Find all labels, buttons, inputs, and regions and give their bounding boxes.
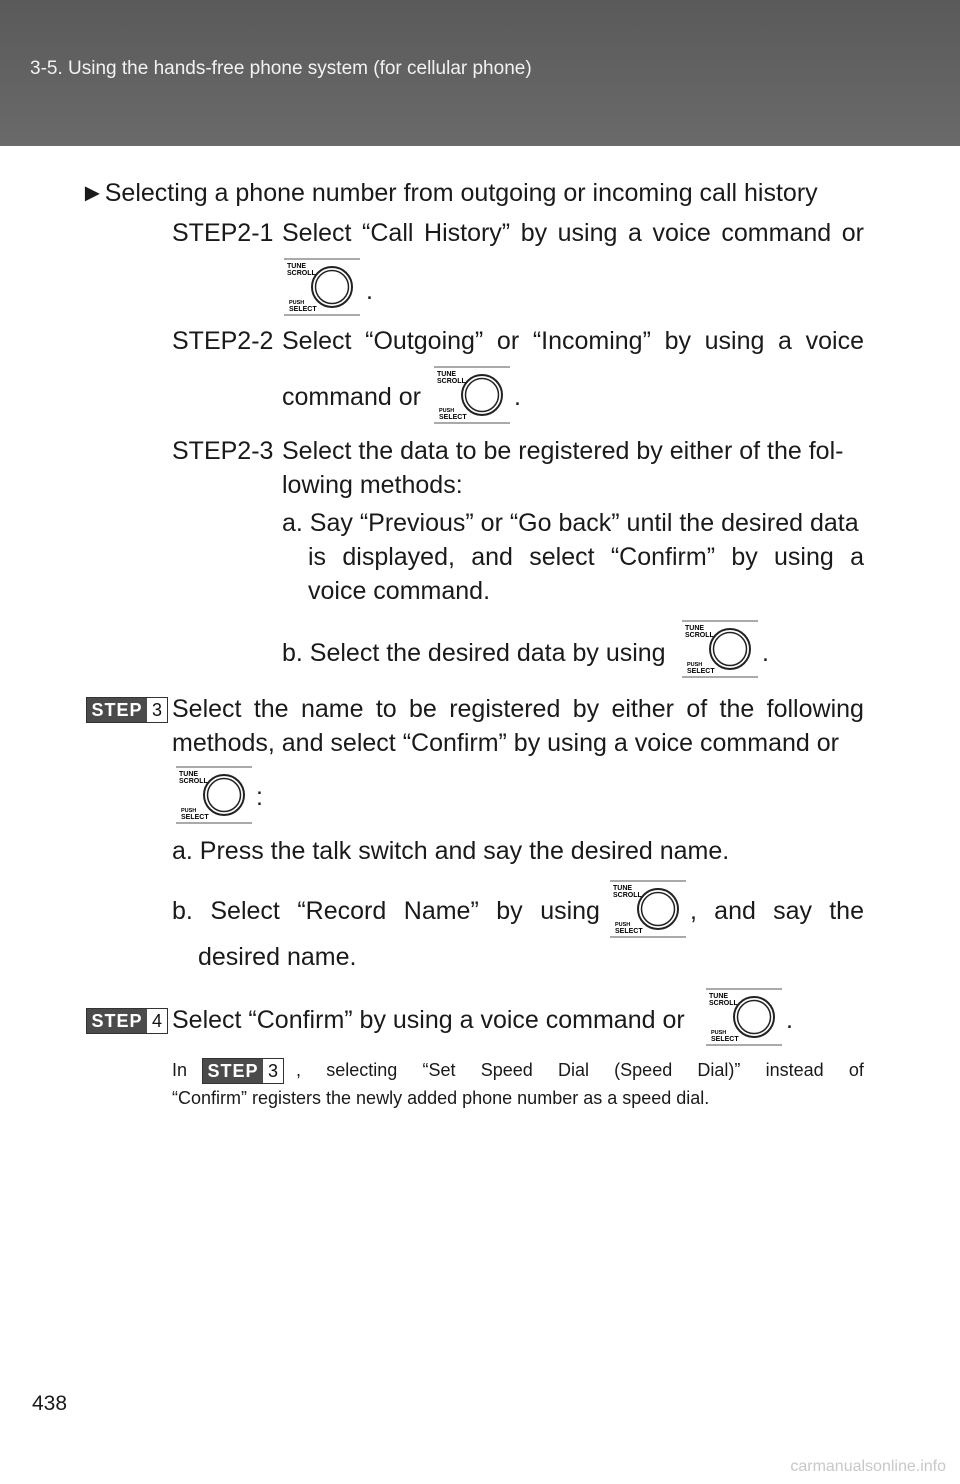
- step22-period: .: [514, 383, 521, 411]
- step4-text: Select “Confirm” by using a voice comman…: [172, 1006, 685, 1034]
- knob-label-push: PUSH: [181, 808, 196, 814]
- step21-label: STEP2-1: [172, 219, 274, 247]
- step23-option-b: b. Select the desired data by using: [282, 639, 666, 667]
- knob-label-scroll: SCROLL: [287, 270, 317, 277]
- step23-line1: Select the data to be registered by eith…: [282, 437, 844, 465]
- knob-label-select: SELECT: [181, 814, 209, 821]
- knob-label-push: PUSH: [711, 1030, 726, 1036]
- knob-label-select: SELECT: [439, 414, 467, 421]
- step23-line2: lowing methods:: [282, 471, 463, 499]
- step3-option-b-line2: desired name.: [198, 943, 357, 971]
- page-header: 3-5. Using the hands-free phone system (…: [0, 0, 960, 146]
- section-heading: ►Selecting a phone number from outgoing …: [80, 176, 818, 210]
- knob-label-push: PUSH: [687, 662, 702, 668]
- knob-label-tune: TUNE: [709, 993, 728, 1000]
- watermark: carmanualsonline.info: [790, 1458, 946, 1475]
- knob-label-select: SELECT: [615, 928, 643, 935]
- step22-line2: command or: [282, 383, 421, 411]
- knob-label-scroll: SCROLL: [709, 1000, 739, 1007]
- knob-label-scroll: SCROLL: [613, 892, 643, 899]
- knob-label-select: SELECT: [687, 668, 715, 675]
- knob-label-push: PUSH: [289, 300, 304, 306]
- step3-option-a: a. Press the talk switch and say the des…: [172, 837, 730, 865]
- step21-period: .: [366, 277, 373, 305]
- step3-colon: :: [256, 783, 263, 811]
- step23-option-b-period: .: [762, 639, 769, 667]
- knob-label-tune: TUNE: [613, 885, 632, 892]
- knob-label-push: PUSH: [615, 922, 630, 928]
- page-number: 438: [32, 1392, 68, 1415]
- knob-label-select: SELECT: [711, 1036, 739, 1043]
- section-heading-text: Selecting a phone number from outgoing o…: [104, 179, 818, 207]
- step4-period: .: [786, 1006, 793, 1034]
- step3-line2: methods, and select “Confirm” by using a…: [172, 729, 839, 757]
- knob-label-scroll: SCROLL: [437, 378, 467, 385]
- note-prefix: In: [172, 1060, 188, 1080]
- step23-label: STEP2-3: [172, 437, 274, 465]
- knob-label-select: SELECT: [289, 306, 317, 313]
- bullet-arrow-icon: ►: [80, 179, 105, 207]
- note-line2: “Confirm” registers the newly added phon…: [172, 1088, 710, 1108]
- step22-label: STEP2-2: [172, 327, 274, 355]
- knob-label-tune: TUNE: [437, 371, 456, 378]
- knob-label-tune: TUNE: [179, 771, 198, 778]
- knob-label-tune: TUNE: [287, 263, 306, 270]
- step23-option-a-line1: a. Say “Previous” or “Go back” until the…: [282, 509, 859, 537]
- knob-label-scroll: SCROLL: [179, 778, 209, 785]
- knob-label-push: PUSH: [439, 408, 454, 414]
- section-title: 3-5. Using the hands-free phone system (…: [30, 58, 532, 79]
- knob-label-scroll: SCROLL: [685, 632, 715, 639]
- knob-label-tune: TUNE: [685, 625, 704, 632]
- step23-option-a-line3: voice command.: [308, 577, 491, 605]
